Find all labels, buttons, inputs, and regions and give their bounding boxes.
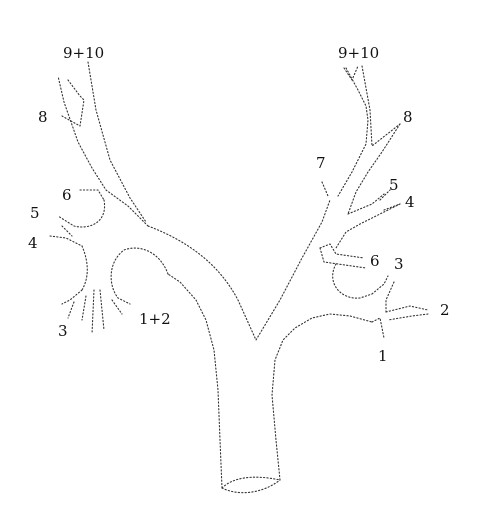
label-left-8: 8 [38,108,48,126]
label-left-6: 6 [62,186,72,204]
label-right-3: 3 [394,255,404,273]
label-left-3: 3 [58,322,68,340]
carina-outline [147,199,331,341]
label-right-5: 5 [389,176,399,194]
label-left-5: 5 [30,204,40,222]
right-upper-branch-outline [321,65,401,249]
label-right-9-10: 9+10 [338,44,379,62]
label-right-4: 4 [405,193,415,211]
left-upper-branch-outline [49,61,149,247]
right-lower-branch-outline [319,243,429,339]
label-left-9-10: 9+10 [63,44,104,62]
label-right-1: 1 [378,347,388,365]
label-right-6: 6 [370,252,380,270]
trachea-outline [167,273,373,494]
label-right-2: 2 [440,301,450,319]
label-left-1-2: 1+2 [139,310,171,328]
left-lower-branch-outline [61,245,169,335]
label-right-8: 8 [403,108,413,126]
label-right-7: 7 [316,154,326,172]
label-left-4: 4 [28,234,38,252]
left-lung-labels: 9+10 8 6 5 4 1+2 3 [28,44,171,340]
right-lung-labels: 9+10 8 7 5 4 6 3 2 1 [316,44,450,365]
